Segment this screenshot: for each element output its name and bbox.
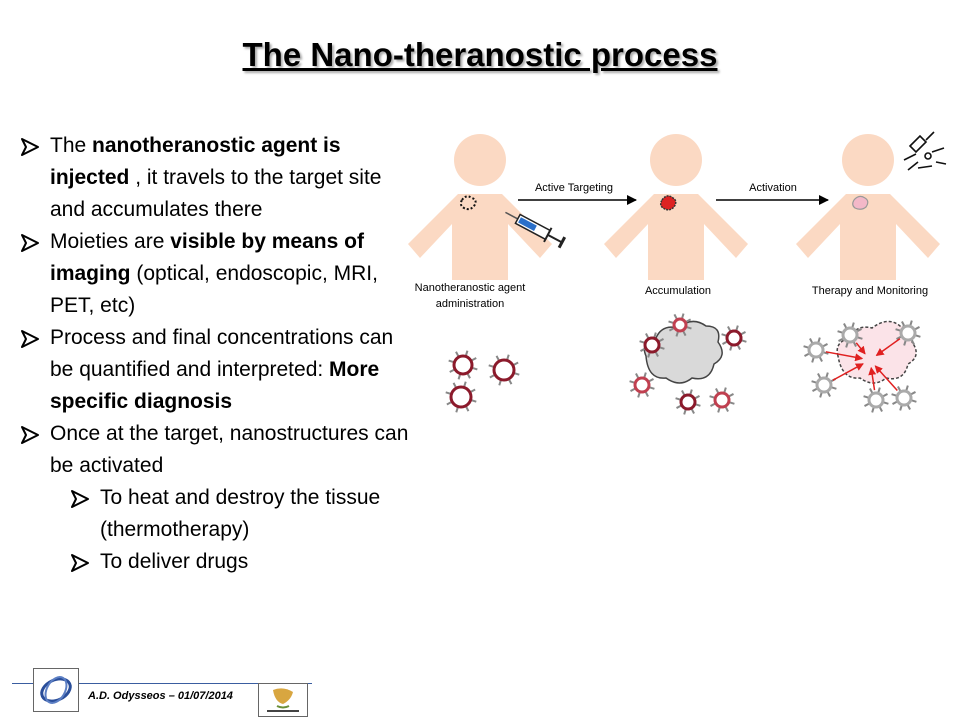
theranostic-diagram: Active Targeting Activation Nanotheranos… bbox=[408, 131, 947, 415]
nanoparticle-icon bbox=[811, 372, 837, 398]
nanoparticle-icon bbox=[448, 350, 478, 380]
nanoparticle-icon bbox=[668, 313, 692, 337]
bullet-list: The nanotheranostic agent is injected , … bbox=[20, 130, 410, 578]
patient-figure-3 bbox=[796, 134, 940, 280]
institution-logo-right bbox=[258, 683, 308, 717]
release-arrow bbox=[874, 365, 898, 392]
tissue-target bbox=[643, 320, 723, 384]
nanoparticle-icon bbox=[639, 332, 665, 358]
bullet-arrow-icon bbox=[21, 234, 39, 252]
bullet-item: Moieties are visible by means of imaging… bbox=[20, 226, 410, 322]
release-arrow bbox=[855, 342, 866, 355]
bullet-text: Moieties are bbox=[50, 230, 171, 253]
bullet-text: The bbox=[50, 134, 93, 157]
bullet-arrow-icon bbox=[21, 138, 39, 156]
bullet-emphasis: visible by means of imaging bbox=[50, 230, 364, 285]
nanoparticle-icon bbox=[837, 322, 863, 348]
target-site-icon bbox=[459, 195, 477, 211]
signal-icon bbox=[903, 131, 947, 171]
bullet-emphasis: More specific diagnosis bbox=[50, 358, 380, 413]
stage-label-accumulation: Accumulation bbox=[645, 285, 711, 297]
bullet-arrow-icon bbox=[21, 330, 39, 348]
nanoparticle-icon bbox=[891, 385, 917, 411]
footer-divider bbox=[12, 683, 312, 684]
stage-label-therapy: Therapy and Monitoring bbox=[812, 285, 928, 297]
nanoparticle-icon bbox=[488, 354, 520, 386]
bullet-item: Once at the target, nanostructures can b… bbox=[20, 418, 410, 482]
arrow-label-activation: Activation bbox=[749, 182, 797, 194]
bullet-text: (optical, endoscopic, MRI, PET, etc) bbox=[50, 262, 378, 317]
nanoparticle-icon bbox=[863, 387, 889, 413]
nanoparticle-icon bbox=[675, 389, 701, 415]
nanoparticle-icon bbox=[445, 381, 477, 413]
bullet-item: Process and final concentrations can be … bbox=[20, 322, 410, 418]
bullet-item: The nanotheranostic agent is injected , … bbox=[20, 130, 410, 226]
stage-label-administration-line1: Nanotheranostic agent bbox=[415, 282, 526, 294]
target-accumulation-icon bbox=[659, 195, 677, 211]
nanoparticle-icon bbox=[721, 325, 747, 351]
patient-figure-1 bbox=[408, 134, 552, 280]
bullet-text: , it travels to the target site and accu… bbox=[50, 166, 382, 221]
syringe-icon bbox=[505, 211, 567, 249]
nanoparticle-icon bbox=[709, 387, 735, 413]
release-arrow bbox=[875, 338, 901, 356]
bullet-emphasis: nanotheranostic agent is injected bbox=[50, 134, 341, 189]
footer-credit: A.D. Odysseos – 01/07/2014 bbox=[88, 690, 233, 702]
nanoparticle-icon bbox=[803, 337, 829, 363]
nanoparticle-icon bbox=[629, 372, 655, 398]
slide-title: The Nano-theranostic process bbox=[242, 36, 718, 73]
patient-figure-2 bbox=[604, 134, 748, 280]
release-arrow bbox=[832, 363, 864, 381]
nanoparticle-icon bbox=[895, 320, 921, 346]
target-treated-icon bbox=[852, 195, 869, 210]
bullet-arrow-icon bbox=[71, 490, 89, 508]
arrow-label-active-targeting: Active Targeting bbox=[535, 182, 613, 194]
bullet-text: To deliver drugs bbox=[100, 550, 249, 573]
institution-logo-left bbox=[33, 668, 79, 712]
bullet-text: To heat and destroy the tissue (thermoth… bbox=[100, 486, 381, 541]
release-arrow bbox=[868, 366, 877, 391]
sub-bullet-item: To heat and destroy the tissue (thermoth… bbox=[70, 482, 410, 546]
bullet-text: Process and final concentrations can be … bbox=[50, 326, 394, 381]
stage-label-administration-line2: administration bbox=[436, 298, 504, 310]
release-arrow bbox=[825, 351, 864, 362]
bullet-arrow-icon bbox=[71, 554, 89, 572]
bullet-arrow-icon bbox=[21, 426, 39, 444]
bullet-text: Once at the target, nanostructures can b… bbox=[50, 422, 409, 477]
sub-bullet-item: To deliver drugs bbox=[70, 546, 410, 578]
